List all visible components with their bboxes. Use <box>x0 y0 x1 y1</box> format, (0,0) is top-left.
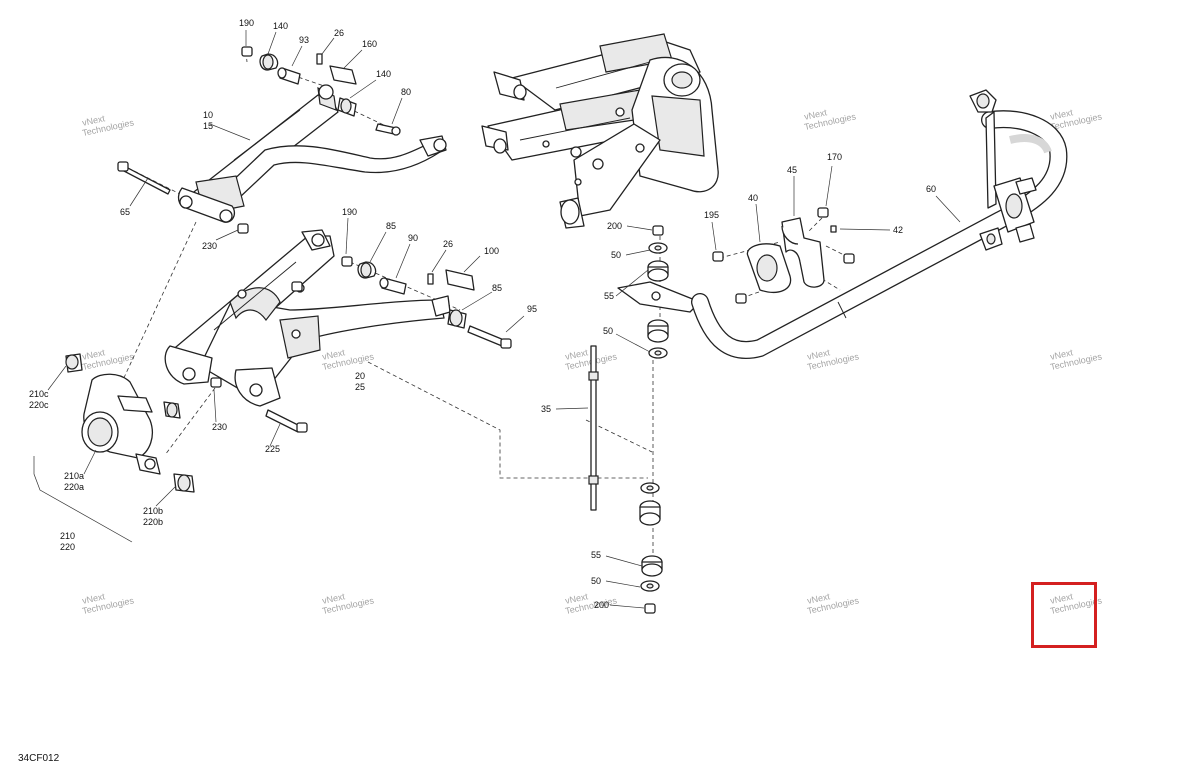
callout-label: 200 <box>607 221 622 231</box>
callout-label: 220a <box>64 482 84 492</box>
callout-label: 170 <box>827 152 842 162</box>
callout-label: 100 <box>484 246 499 256</box>
callout-label: 85 <box>492 283 502 293</box>
callout-label: 10 <box>203 110 213 120</box>
sway-bar-clamp <box>712 207 855 304</box>
assembly-line <box>121 221 197 383</box>
callout-label: 26 <box>334 28 344 38</box>
callout-label: 65 <box>120 207 130 217</box>
watermark-text: vNext <box>564 347 589 362</box>
callout-label: 200 <box>594 600 609 610</box>
watermark-text: vNext <box>81 591 106 606</box>
callout-label: 230 <box>212 422 227 432</box>
callout-label: 55 <box>604 291 614 301</box>
assembly-line <box>367 361 648 479</box>
callout-label: 25 <box>355 382 365 392</box>
assembly-line <box>807 217 823 233</box>
upper-arm-hardware <box>117 46 401 234</box>
callout-label: 42 <box>893 225 903 235</box>
callout-label: 210c <box>29 389 49 399</box>
callout-label: 230 <box>202 241 217 251</box>
callout-label: 140 <box>273 21 288 31</box>
assembly-line <box>825 245 847 257</box>
callout-label: 26 <box>443 239 453 249</box>
watermark-text: vNext <box>803 107 828 122</box>
callout-label: 60 <box>926 184 936 194</box>
callout-label: 40 <box>748 193 758 203</box>
watermark-text: vNext <box>1049 347 1074 362</box>
callout-leaders <box>47 30 961 609</box>
callout-label: 210a <box>64 471 84 481</box>
callout-label: 210 <box>60 531 75 541</box>
callout-label: 195 <box>704 210 719 220</box>
callouts: 190 140 93 26 160 140 80 10 15 65 230 19… <box>29 18 936 610</box>
watermark-text: vNext <box>806 347 831 362</box>
sway-bar <box>691 89 1068 359</box>
callout-label: 15 <box>203 121 213 131</box>
watermark-text: vNext <box>806 591 831 606</box>
lower-arm-hardware <box>210 256 512 433</box>
callout-label: 55 <box>591 550 601 560</box>
callout-label: 50 <box>591 576 601 586</box>
callout-label: 220c <box>29 400 49 410</box>
callout-label: 225 <box>265 444 280 454</box>
watermark-text: vNext <box>1049 591 1074 606</box>
knuckle-assembly <box>33 353 195 543</box>
lower-a-arm <box>164 229 451 407</box>
watermarks: vNext Technologies vNext Technologies vN… <box>81 107 1103 616</box>
watermark-text: vNext <box>81 347 106 362</box>
highlight-box <box>1031 582 1097 648</box>
watermark-text: vNext <box>81 113 106 128</box>
callout-label: 160 <box>362 39 377 49</box>
callout-label: 210b <box>143 506 163 516</box>
diagram-code: 34CF012 <box>18 753 60 764</box>
callout-label: 220b <box>143 517 163 527</box>
callout-label: 90 <box>408 233 418 243</box>
sway-bar-link-stack <box>588 225 701 614</box>
callout-label: 85 <box>386 221 396 231</box>
callout-label: 93 <box>299 35 309 45</box>
callout-label: 190 <box>239 18 254 28</box>
callout-label: 20 <box>355 371 365 381</box>
watermark-text: vNext <box>321 347 346 362</box>
callout-label: 190 <box>342 207 357 217</box>
watermark-text: vNext <box>564 591 589 606</box>
watermark-text: vNext <box>1049 107 1074 122</box>
assembly-line <box>585 419 653 453</box>
callout-label: 220 <box>60 542 75 552</box>
watermark-text: vNext <box>321 591 346 606</box>
callout-label: 95 <box>527 304 537 314</box>
callout-label: 50 <box>611 250 621 260</box>
callout-label: 35 <box>541 404 551 414</box>
group-bracket <box>33 456 133 543</box>
callout-label: 45 <box>787 165 797 175</box>
upper-a-arm <box>177 84 447 223</box>
callout-label: 80 <box>401 87 411 97</box>
assembly-line <box>164 387 216 456</box>
callout-label: 140 <box>376 69 391 79</box>
callout-label: 50 <box>603 326 613 336</box>
trailing-arm-assembly <box>481 33 719 229</box>
